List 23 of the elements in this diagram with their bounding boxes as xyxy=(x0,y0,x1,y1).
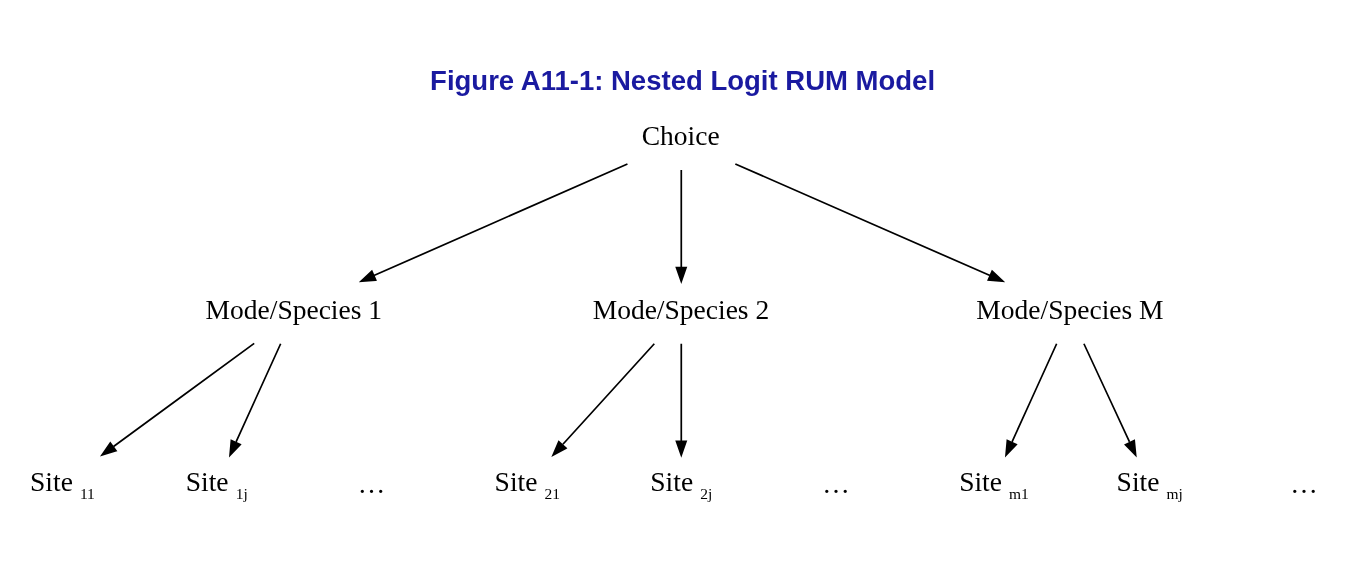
node-text: Site $_{1j}$ xyxy=(185,465,248,502)
arrow xyxy=(675,168,688,284)
arrow xyxy=(1004,342,1058,457)
node-text: Site $_{mj}$ xyxy=(1116,465,1183,502)
arrow xyxy=(99,342,256,456)
diagram-title: Figure A11-1: Nested Logit RUM Model xyxy=(430,64,936,96)
node-text: Mode/Species 1 xyxy=(205,293,383,325)
node-text: Site $_{11}$ xyxy=(30,465,95,502)
label: … xyxy=(1290,467,1318,499)
node-text: Site $_{2j}$ xyxy=(650,465,713,502)
arrow xyxy=(551,342,656,457)
arrow xyxy=(358,162,629,282)
node-text: Site $_{21}$ xyxy=(494,465,560,502)
node-text: Site $_{m1}$ xyxy=(959,465,1029,502)
label: … xyxy=(822,467,850,499)
arrow xyxy=(229,342,282,457)
label: … xyxy=(357,467,386,499)
node-text: Choice xyxy=(641,119,720,151)
node-text: Mode/Species 2 xyxy=(592,293,770,325)
arrow xyxy=(1083,342,1137,457)
node-text: Mode/Species M xyxy=(976,293,1164,325)
arrow xyxy=(675,342,688,458)
arrow xyxy=(734,162,1006,282)
